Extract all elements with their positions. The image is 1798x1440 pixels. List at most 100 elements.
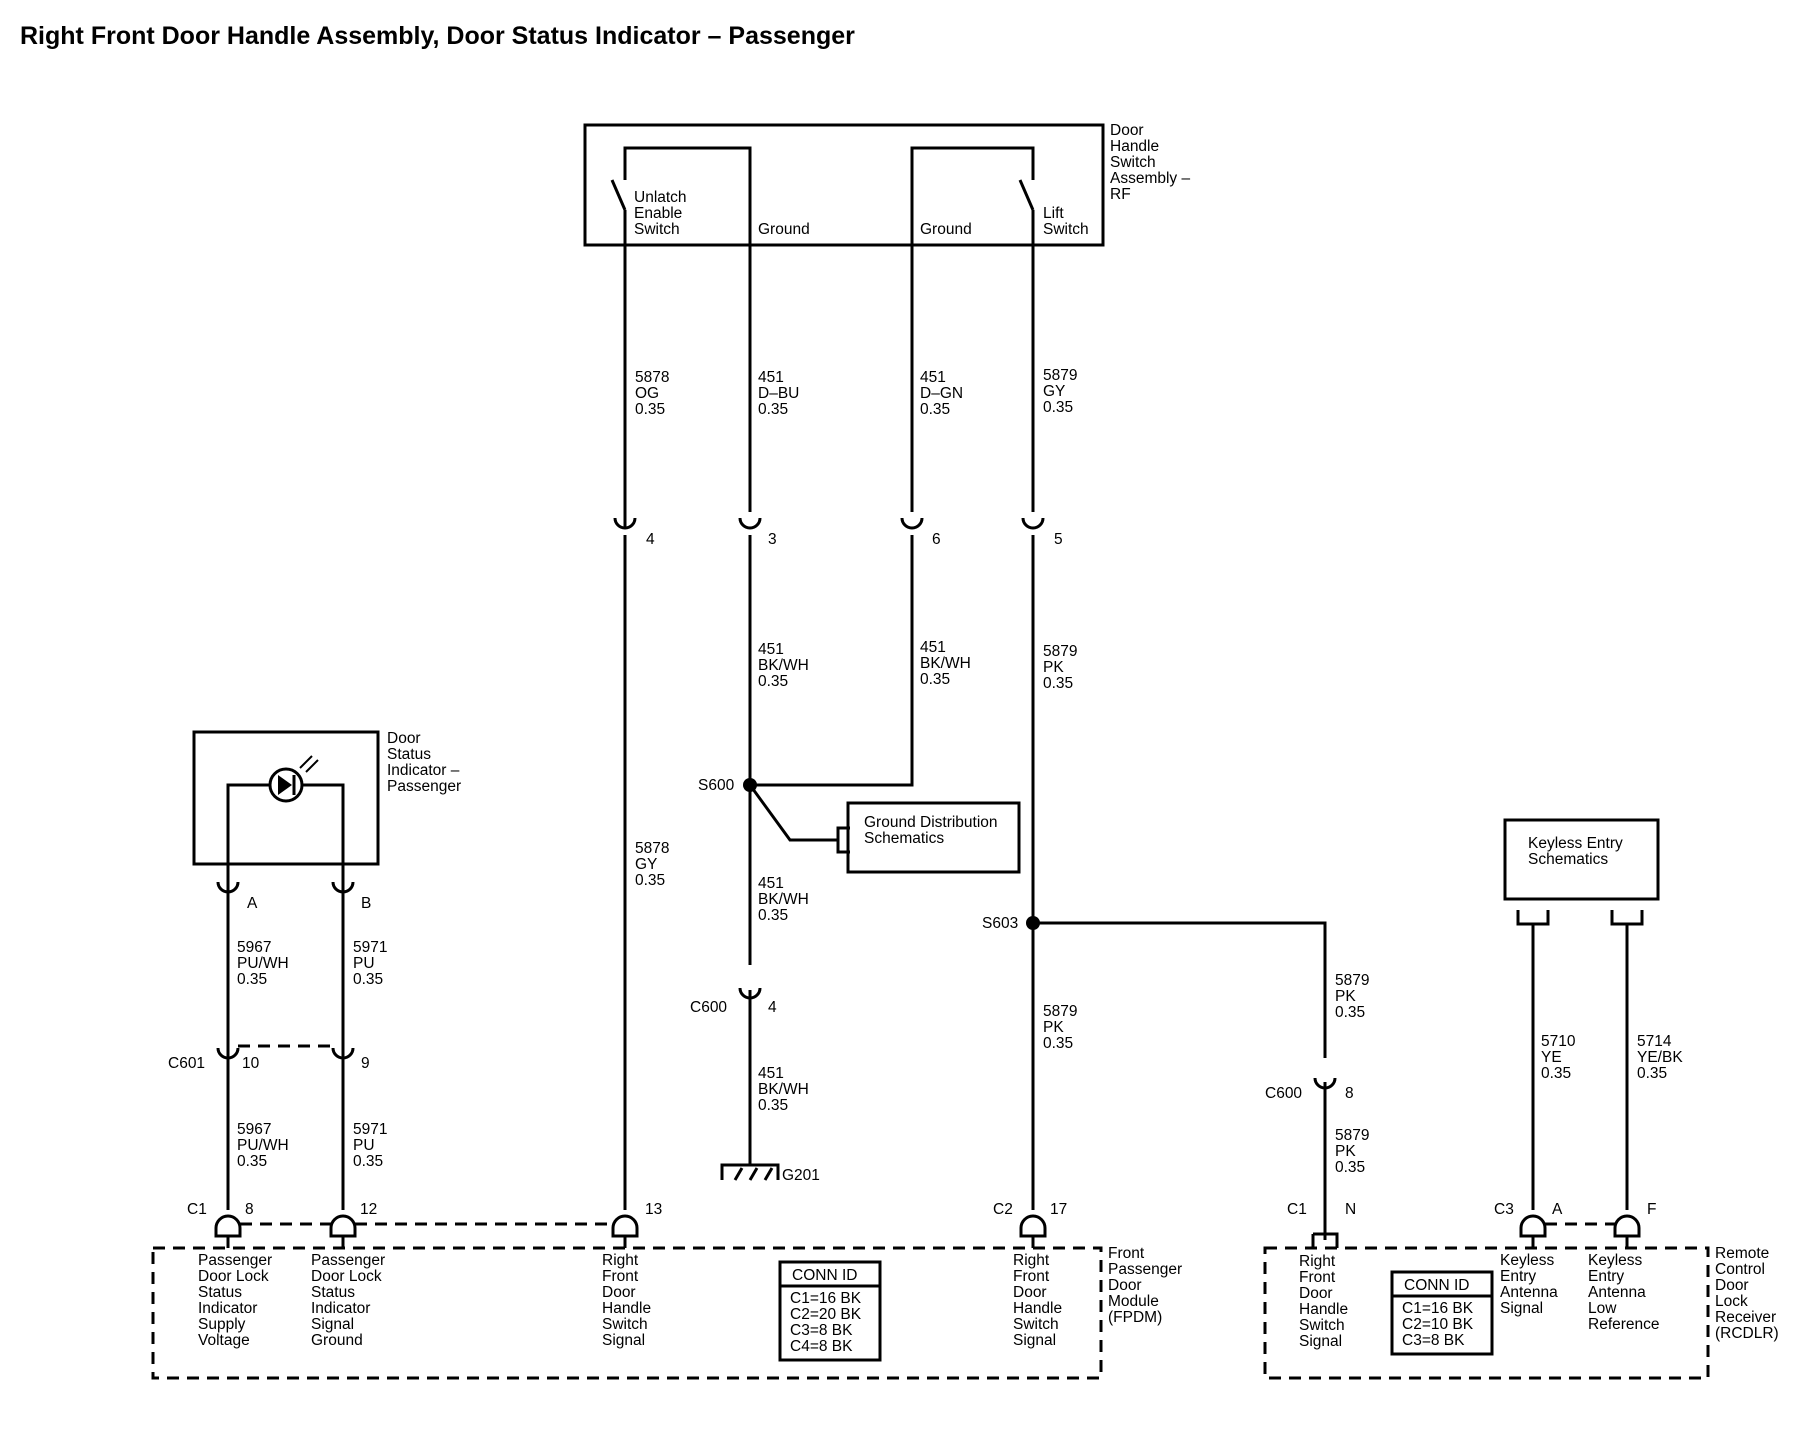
svg-text:Schematics: Schematics xyxy=(1528,851,1608,868)
svg-text:0.35: 0.35 xyxy=(1043,675,1073,692)
svg-text:Right: Right xyxy=(602,1252,639,1269)
svg-text:Voltage: Voltage xyxy=(198,1332,250,1349)
svg-text:Door: Door xyxy=(1299,1285,1333,1302)
wire-label: 5714 YE/BK 0.35 xyxy=(1637,1033,1683,1082)
svg-text:Handle: Handle xyxy=(1013,1300,1062,1317)
svg-text:5879: 5879 xyxy=(1043,643,1077,660)
svg-text:Receiver: Receiver xyxy=(1715,1309,1776,1326)
svg-text:5967: 5967 xyxy=(237,939,271,956)
ground-label: G201 xyxy=(782,1167,820,1184)
svg-text:0.35: 0.35 xyxy=(758,401,788,418)
svg-text:Indicator: Indicator xyxy=(311,1300,370,1317)
connector-id: C601 xyxy=(168,1055,205,1072)
svg-text:Indicator –: Indicator – xyxy=(387,762,460,779)
svg-text:C2=10 BK: C2=10 BK xyxy=(1402,1316,1474,1333)
svg-text:Status: Status xyxy=(311,1284,355,1301)
svg-text:Control: Control xyxy=(1715,1261,1765,1278)
svg-text:Switch: Switch xyxy=(1110,154,1156,171)
svg-text:Antenna: Antenna xyxy=(1588,1284,1646,1301)
svg-text:Switch: Switch xyxy=(602,1316,648,1333)
wire-label: 5879 PK 0.35 xyxy=(1335,972,1369,1021)
module-connector xyxy=(214,1214,1047,1248)
svg-text:RF: RF xyxy=(1110,186,1131,203)
wire-label: 5878 GY 0.35 xyxy=(635,840,669,889)
pin-label: Right Front Door Handle Switch Signal xyxy=(1299,1253,1348,1350)
inline-connector xyxy=(738,987,762,1000)
svg-text:5879: 5879 xyxy=(1335,1127,1369,1144)
ground-label: Ground xyxy=(920,221,972,238)
svg-text:0.35: 0.35 xyxy=(1043,1035,1073,1052)
connector-pin: 4 xyxy=(768,999,777,1016)
svg-text:Keyless: Keyless xyxy=(1588,1252,1643,1269)
schematic-ref-bracket xyxy=(1516,910,1550,926)
svg-text:Keyless Entry: Keyless Entry xyxy=(1528,835,1623,852)
wire-label: 451 D–GN 0.35 xyxy=(920,369,963,418)
svg-text:C3=8 BK: C3=8 BK xyxy=(790,1322,853,1339)
connector-id: C600 xyxy=(1265,1085,1302,1102)
svg-text:OG: OG xyxy=(635,385,659,402)
fpdm-label: Front Passenger Door Module (FPDM) xyxy=(1108,1245,1182,1326)
svg-text:0.35: 0.35 xyxy=(353,1153,383,1170)
svg-text:Module: Module xyxy=(1108,1293,1159,1310)
ground-symbol xyxy=(720,1163,780,1181)
svg-text:0.35: 0.35 xyxy=(635,872,665,889)
connector-pin: 17 xyxy=(1050,1201,1067,1218)
svg-text:Front: Front xyxy=(1013,1268,1050,1285)
connector-pin: A xyxy=(1552,1201,1563,1218)
svg-text:Handle: Handle xyxy=(1299,1301,1348,1318)
svg-text:Reference: Reference xyxy=(1588,1316,1660,1333)
ground-dist-link xyxy=(748,784,838,842)
inline-connector xyxy=(613,508,1045,530)
svg-text:451: 451 xyxy=(758,875,784,892)
connector-id: C2 xyxy=(993,1201,1013,1218)
connector-id: C1 xyxy=(187,1201,207,1218)
svg-text:Signal: Signal xyxy=(311,1316,354,1333)
keyless-entry-box xyxy=(1503,818,1660,901)
svg-text:PU: PU xyxy=(353,955,375,972)
svg-text:5879: 5879 xyxy=(1335,972,1369,989)
wire-5879-branch xyxy=(1033,921,1327,1058)
svg-text:Door: Door xyxy=(1715,1277,1749,1294)
wire-label: 5710 YE 0.35 xyxy=(1541,1033,1576,1082)
svg-text:C3=8 BK: C3=8 BK xyxy=(1402,1332,1465,1349)
door-handle-switch-assembly xyxy=(583,123,1105,247)
svg-text:Unlatch: Unlatch xyxy=(634,189,687,206)
svg-text:Front: Front xyxy=(1108,1245,1145,1262)
svg-text:Status: Status xyxy=(387,746,431,763)
svg-text:Front: Front xyxy=(602,1268,639,1285)
wire-label: 5879 PK 0.35 xyxy=(1335,1127,1369,1176)
svg-text:Signal: Signal xyxy=(602,1332,645,1349)
svg-text:GY: GY xyxy=(635,856,657,873)
svg-text:0.35: 0.35 xyxy=(1335,1159,1365,1176)
connector-pin: 10 xyxy=(242,1055,260,1072)
connector-pin: 8 xyxy=(245,1201,254,1218)
svg-text:PU/WH: PU/WH xyxy=(237,1137,289,1154)
svg-text:C1=16 BK: C1=16 BK xyxy=(790,1290,862,1307)
connector-pin: 6 xyxy=(932,531,941,548)
svg-text:BK/WH: BK/WH xyxy=(758,891,809,908)
svg-text:Passenger: Passenger xyxy=(1108,1261,1182,1278)
svg-text:0.35: 0.35 xyxy=(758,1097,788,1114)
pin-label: Keyless Entry Antenna Signal xyxy=(1500,1252,1558,1317)
svg-text:451: 451 xyxy=(758,1065,784,1082)
svg-text:PK: PK xyxy=(1043,1019,1064,1036)
svg-text:PK: PK xyxy=(1335,988,1356,1005)
connector-pin: 3 xyxy=(768,531,777,548)
wire-label: 5879 GY 0.35 xyxy=(1043,367,1077,416)
svg-text:PK: PK xyxy=(1043,659,1064,676)
svg-text:Switch: Switch xyxy=(1013,1316,1059,1333)
svg-text:CONN ID: CONN ID xyxy=(792,1267,857,1284)
pin-label: Passenger Door Lock Status Indicator Sig… xyxy=(311,1252,385,1349)
door-handle-label: Door Handle Switch Assembly – RF xyxy=(1110,122,1190,203)
svg-text:(FPDM): (FPDM) xyxy=(1108,1309,1162,1326)
wire-label: 5971 PU 0.35 xyxy=(353,1121,387,1170)
svg-text:0.35: 0.35 xyxy=(1043,399,1073,416)
connector-pin: A xyxy=(247,895,258,912)
svg-text:0.35: 0.35 xyxy=(1541,1065,1571,1082)
svg-text:0.35: 0.35 xyxy=(758,673,788,690)
svg-text:Door Lock: Door Lock xyxy=(198,1268,269,1285)
svg-text:0.35: 0.35 xyxy=(635,401,665,418)
splice-s603 xyxy=(1026,916,1040,930)
svg-text:YE: YE xyxy=(1541,1049,1562,1066)
svg-text:D–GN: D–GN xyxy=(920,385,963,402)
